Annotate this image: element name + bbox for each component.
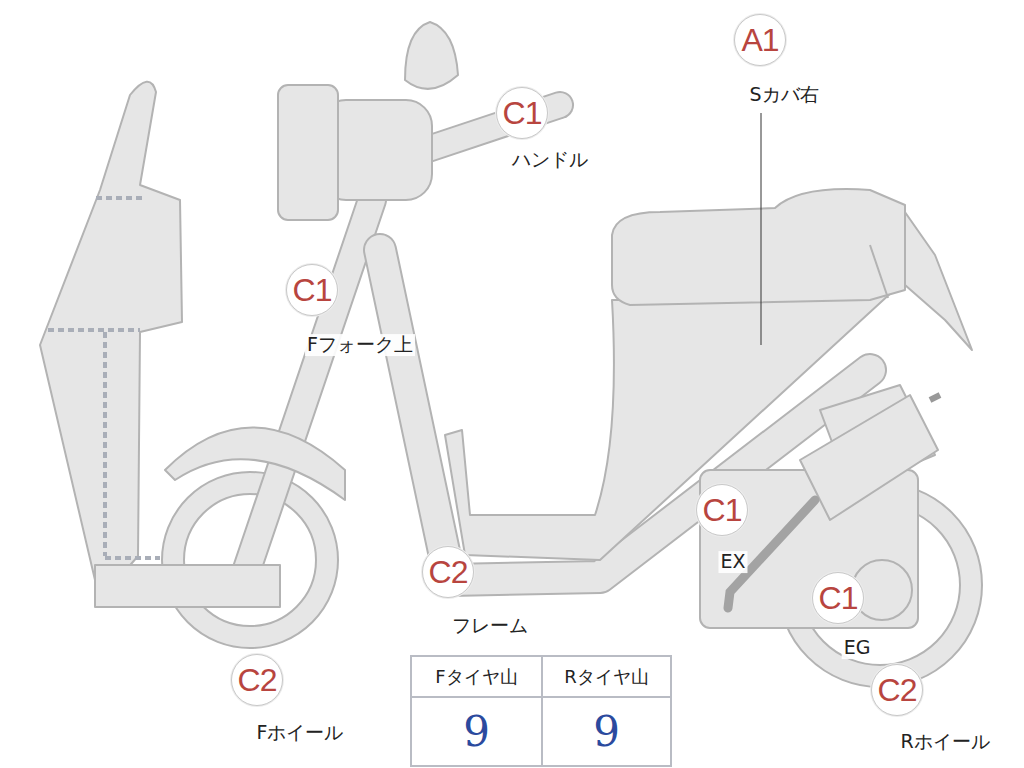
- part-name: EG: [842, 637, 873, 659]
- damage-callout: C2フレーム: [422, 546, 474, 598]
- damage-callout: C1Fフォーク上: [286, 264, 338, 316]
- callout-code: C2: [422, 546, 474, 598]
- damage-callout: C2Fホイール: [231, 654, 283, 706]
- front-fork-outline: [245, 200, 372, 575]
- damage-callout: C1EG: [812, 572, 864, 624]
- table-header: Rタイヤ山: [543, 657, 670, 696]
- part-name: Sカバ右: [747, 84, 820, 106]
- dotted-line: [48, 328, 140, 332]
- damage-callout: C2Rホイール: [871, 664, 923, 716]
- callout-code: C2: [871, 664, 923, 716]
- part-name: EX: [718, 551, 747, 573]
- callout-code: C1: [812, 572, 864, 624]
- part-name: Rホイール: [898, 731, 991, 753]
- table-rule: [541, 657, 543, 765]
- callout-code: C1: [286, 264, 338, 316]
- callout-code: C1: [696, 484, 748, 536]
- headlight: [278, 85, 338, 220]
- damage-callout: C1ハンドル: [496, 87, 548, 139]
- callout-code: C1: [496, 87, 548, 139]
- front-fork: [245, 200, 372, 575]
- dotted-line: [96, 196, 142, 200]
- part-name: フレーム: [450, 615, 530, 637]
- table-value: 9: [543, 698, 670, 765]
- front-fender: [165, 428, 345, 501]
- part-name: Fフォーク上: [305, 334, 415, 356]
- tread-table: Fタイヤ山Rタイヤ山99: [410, 655, 672, 767]
- damage-callout: A1Sカバ右: [734, 14, 786, 66]
- seat: [612, 189, 905, 305]
- callout-code: C2: [231, 654, 283, 706]
- dotted-line: [105, 556, 160, 560]
- part-name: Fホイール: [255, 722, 346, 744]
- mirror: [405, 22, 458, 89]
- callout-code: A1: [734, 14, 786, 66]
- leg-shield: [40, 82, 182, 600]
- dotted-line: [103, 332, 107, 556]
- front-lower-cover: [95, 565, 280, 607]
- air-cleaner: [800, 395, 938, 520]
- table-rule: [412, 696, 670, 698]
- seat-seam: [870, 245, 888, 298]
- part-name: ハンドル: [510, 149, 590, 171]
- bolt: [930, 395, 940, 400]
- damage-callout: C1EX: [696, 484, 748, 536]
- leader-line: [761, 113, 762, 345]
- table-value: 9: [412, 698, 541, 765]
- tail-cowl: [900, 205, 972, 350]
- table-header: Fタイヤ山: [412, 657, 541, 696]
